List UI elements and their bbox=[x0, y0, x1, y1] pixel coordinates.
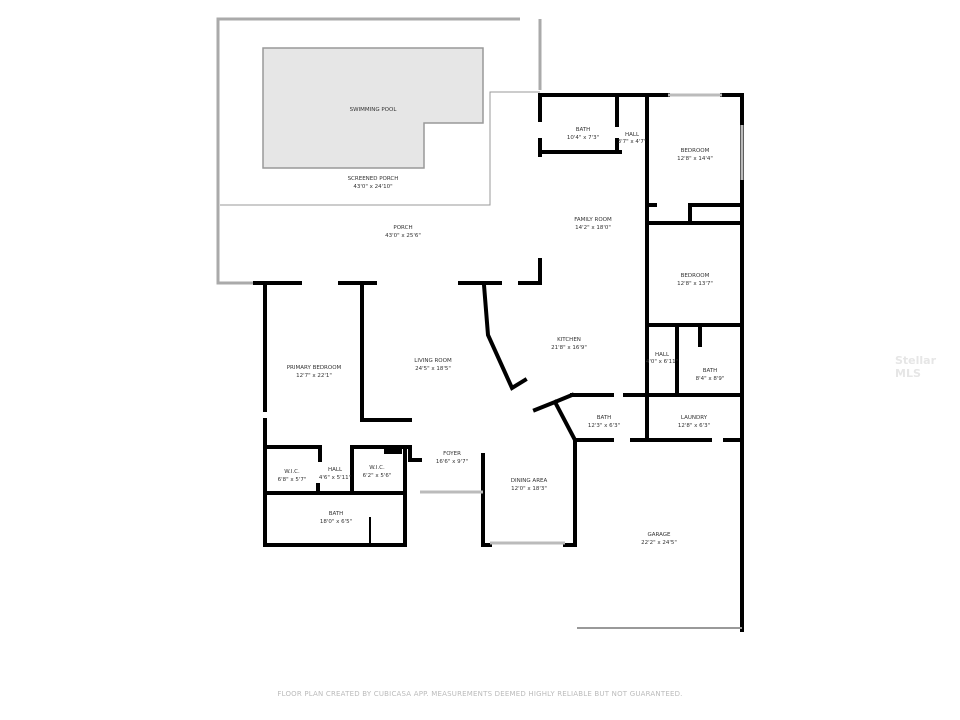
room-label: BEDROOM bbox=[681, 148, 710, 154]
room-size: 43'0" x 25'6" bbox=[385, 233, 421, 239]
room-label: LIVING ROOM bbox=[414, 358, 452, 364]
room-size: 14'2" x 18'0" bbox=[575, 225, 611, 231]
room-size: 8'4" x 8'9" bbox=[696, 376, 725, 382]
room-label: FAMILY ROOM bbox=[574, 217, 612, 223]
room-label: HALL bbox=[655, 352, 670, 358]
room-label: PRIMARY BEDROOM bbox=[287, 365, 342, 371]
screened-porch-boundary bbox=[220, 91, 540, 206]
room-label: SWIMMING POOL bbox=[350, 107, 398, 113]
room-size: 4'6" x 5'11" bbox=[319, 475, 351, 481]
room-size: 16'6" x 9'7" bbox=[436, 459, 468, 465]
watermark: Stellar MLS bbox=[895, 354, 937, 380]
room-size: 43'0" x 24'10" bbox=[353, 184, 392, 190]
room-label: BATH bbox=[329, 511, 344, 517]
room-label: BATH bbox=[703, 368, 718, 374]
room-label: BATH bbox=[597, 415, 612, 421]
swimming-pool bbox=[262, 47, 484, 169]
room-size: 3'7" x 4'7" bbox=[618, 139, 647, 145]
room-size: 4'0" x 6'11" bbox=[646, 359, 678, 365]
room-size: 12'3" x 6'3" bbox=[588, 423, 620, 429]
room-label: W.I.C. bbox=[284, 469, 300, 475]
room-label: W.I.C. bbox=[369, 465, 385, 471]
room-label: PORCH bbox=[393, 225, 412, 231]
walls bbox=[253, 93, 744, 632]
room-size: 21'8" x 16'9" bbox=[551, 345, 587, 351]
room-size: 10'4" x 7'3" bbox=[567, 135, 599, 141]
footer-disclaimer: FLOOR PLAN CREATED BY CUBICASA APP. MEAS… bbox=[277, 690, 683, 698]
room-size: 12'0" x 18'3" bbox=[511, 486, 547, 492]
room-size: 24'5" x 18'5" bbox=[415, 366, 451, 372]
room-label: LAUNDRY bbox=[681, 415, 708, 421]
room-label: KITCHEN bbox=[557, 337, 581, 343]
room-label: HALL bbox=[625, 132, 640, 138]
room-size: 22'2" x 24'5" bbox=[641, 540, 677, 546]
room-size: 12'7" x 22'1" bbox=[296, 373, 332, 379]
room-label: GARAGE bbox=[647, 532, 671, 538]
room-label: DINING AREA bbox=[511, 478, 548, 484]
room-size: 6'2" x 5'6" bbox=[363, 473, 392, 479]
room-label: BATH bbox=[576, 127, 591, 133]
porch-outline bbox=[216, 17, 520, 285]
room-label: FOYER bbox=[443, 451, 461, 457]
room-size: 12'8" x 6'3" bbox=[678, 423, 710, 429]
room-size: 18'0" x 6'5" bbox=[320, 519, 352, 525]
room-size: 6'8" x 5'7" bbox=[278, 477, 307, 483]
room-label: HALL bbox=[328, 467, 343, 473]
room-label: BEDROOM bbox=[681, 273, 710, 279]
room-size: 12'8" x 14'4" bbox=[677, 156, 713, 162]
room-label: SCREENED PORCH bbox=[348, 176, 399, 182]
room-labels: SWIMMING POOL SCREENED PORCH 43'0" x 24'… bbox=[278, 107, 725, 546]
room-size: 12'8" x 13'7" bbox=[677, 281, 713, 287]
